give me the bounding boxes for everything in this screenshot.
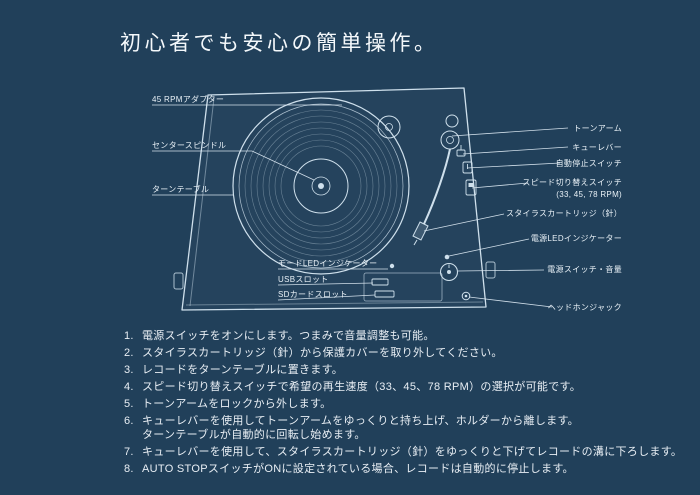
tonearm-assembly xyxy=(412,114,477,246)
label-speed-switch-rpm: (33, 45, 78 RPM) xyxy=(556,190,622,199)
leader-lines xyxy=(152,104,569,308)
instruction-text: 電源スイッチをオンにします。つまみで音量調整も可能。 xyxy=(142,330,435,342)
label-tonearm: トーンアーム xyxy=(573,124,622,133)
instruction-item: 1. 電源スイッチをオンにします。つまみで音量調整も可能。 xyxy=(124,329,689,343)
chassis-outline xyxy=(181,87,487,311)
leader-tonearm xyxy=(451,127,569,137)
label-speed-switch: スピード切り替えスイッチ xyxy=(522,178,622,187)
platter xyxy=(232,97,410,275)
mode-led xyxy=(389,263,395,269)
label-45rpm-adapter: 45 RPMアダプター xyxy=(152,95,225,104)
instruction-text: トーンアームをロックから外します。 xyxy=(142,398,332,410)
label-mode-led: モードLEDインジケーター xyxy=(278,259,378,268)
instruction-number: 3. xyxy=(124,364,134,376)
label-cue-lever: キューレバー xyxy=(572,143,622,152)
label-stylus-cartridge: スタイラスカートリッジ（針） xyxy=(505,209,622,218)
instruction-text: スタイラスカートリッジ（針）から保護カバーを取り外してください。 xyxy=(142,347,503,359)
label-turntable: ターンテーブル xyxy=(152,185,210,194)
label-sd-slot: SDカードスロット xyxy=(278,290,348,299)
label-power-volume: 電源スイッチ・音量 xyxy=(547,265,622,274)
instruction-text: スピード切り替えスイッチで希望の再生速度（33、45、78 RPM）の選択が可能… xyxy=(142,381,582,393)
leader-speed xyxy=(471,182,529,189)
io-panel xyxy=(363,272,443,302)
instruction-text: AUTO STOPスイッチがONに設定されている場合、レコードは自動的に停止しま… xyxy=(142,463,574,475)
usb-slot xyxy=(371,278,389,286)
leader-power-led xyxy=(448,238,530,257)
leader-spindle xyxy=(152,150,315,181)
instruction-item: 5. トーンアームをロックから外します。 xyxy=(124,397,689,411)
instruction-item: 2. スタイラスカートリッジ（針）から保護カバーを取り外してください。 xyxy=(124,346,689,360)
instruction-number: 4. xyxy=(124,381,134,393)
power-led xyxy=(444,254,450,260)
label-power-led: 電源LEDインジケーター xyxy=(530,234,622,243)
sd-slot xyxy=(374,290,395,298)
instruction-number: 6. xyxy=(124,415,134,427)
chassis-front-edge xyxy=(185,301,484,306)
headphone-jack xyxy=(461,291,471,301)
leader-stylus xyxy=(423,213,505,232)
counterweight xyxy=(445,114,459,128)
instruction-text: キューレバーを使用して、スタイラスカートリッジ（針）をゆっくりと下げてレコードの… xyxy=(142,446,683,458)
turntable-body xyxy=(173,87,496,311)
left-foot xyxy=(173,272,184,290)
cue-lever xyxy=(456,149,466,157)
instruction-item: 4. スピード切り替えスイッチで希望の再生速度（33、45、78 RPM）の選択… xyxy=(124,380,689,394)
label-auto-stop: 自動停止スイッチ xyxy=(555,159,622,168)
center-spindle-dot xyxy=(318,183,324,189)
label-usb-slot: USBスロット xyxy=(278,275,329,284)
rpm-adapter xyxy=(377,115,401,139)
instruction-text: キューレバーを使用してトーンアームをゆっくりと持ち上げ、ホルダーから離します。 … xyxy=(142,415,579,441)
instruction-number: 7. xyxy=(124,446,134,458)
label-headphone-jack: ヘッドホンジャック xyxy=(547,303,622,312)
power-volume-knob xyxy=(439,262,459,282)
stylus-tip xyxy=(413,239,418,246)
instruction-item: 7. キューレバーを使用して、スタイラスカートリッジ（針）をゆっくりと下げてレコ… xyxy=(124,445,689,459)
instruction-number: 2. xyxy=(124,347,134,359)
chassis-left-inner-edge xyxy=(189,97,215,307)
instruction-number: 1. xyxy=(124,330,134,342)
tonearm-pivot xyxy=(440,130,460,150)
leader-cue xyxy=(462,146,569,155)
instruction-item: 8. AUTO STOPスイッチがONに設定されている場合、レコードは自動的に停… xyxy=(124,462,689,476)
leader-headphone xyxy=(468,296,553,308)
speed-switch xyxy=(465,179,477,196)
instruction-list: 1. 電源スイッチをオンにします。つまみで音量調整も可能。 2. スタイラスカー… xyxy=(124,329,689,479)
instruction-item: 6. キューレバーを使用してトーンアームをゆっくりと持ち上げ、ホルダーから離しま… xyxy=(124,414,689,442)
instruction-number: 8. xyxy=(124,463,134,475)
page-title: 初心者でも安心の簡単操作。 xyxy=(120,32,439,55)
headshell xyxy=(412,221,429,241)
instruction-number: 5. xyxy=(124,398,134,410)
auto-stop-switch xyxy=(462,161,473,174)
instruction-text: レコードをターンテーブルに置きます。 xyxy=(142,364,344,376)
instruction-item: 3. レコードをターンテーブルに置きます。 xyxy=(124,363,689,377)
leader-auto-stop xyxy=(466,162,561,169)
right-foot xyxy=(485,261,496,279)
leader-power-volume xyxy=(457,269,545,272)
label-center-spindle: センタースピンドル xyxy=(152,141,227,150)
tonearm-tube xyxy=(423,148,451,225)
